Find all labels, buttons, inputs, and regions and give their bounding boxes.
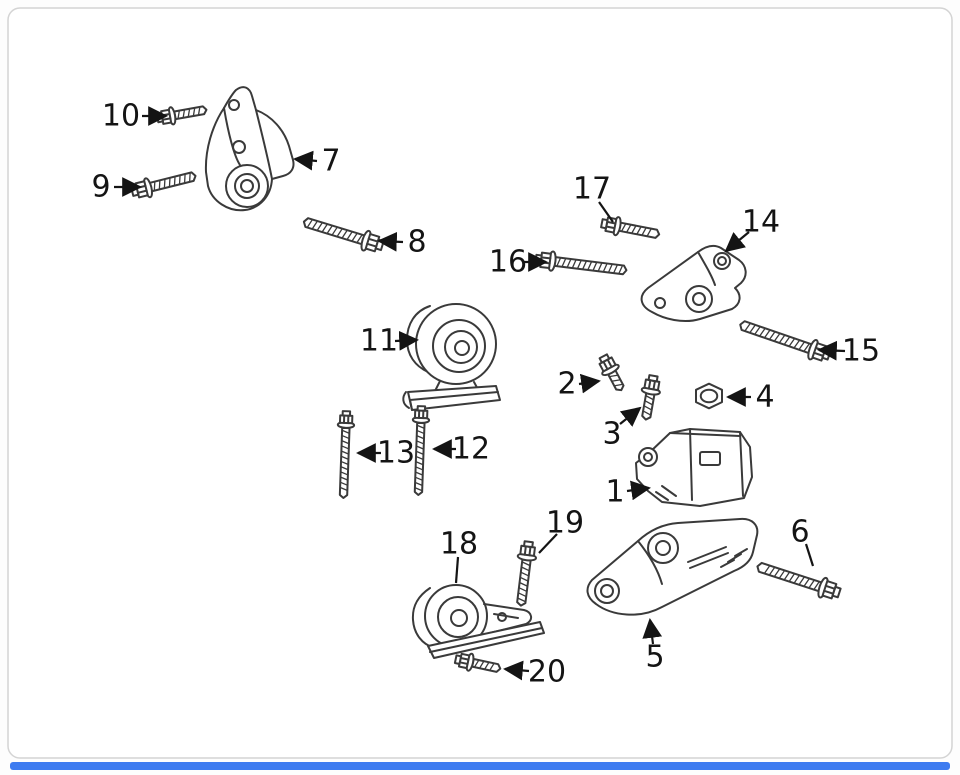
callout-15[interactable]: 15 <box>817 334 880 369</box>
callout-leader-18 <box>454 556 460 584</box>
callout-leader-11 <box>394 330 419 351</box>
callout-label-11[interactable]: 11 <box>360 324 398 359</box>
callout-3[interactable]: 3 <box>602 406 642 452</box>
callout-leader-3 <box>619 406 642 427</box>
callout-leader-2 <box>578 373 601 394</box>
callout-2[interactable]: 2 <box>557 367 601 402</box>
part-12-bolt <box>411 405 431 496</box>
callout-label-7[interactable]: 7 <box>321 144 340 179</box>
callout-leader-6 <box>804 543 815 567</box>
part-1-mount <box>635 428 753 507</box>
callout-19[interactable]: 19 <box>538 506 584 554</box>
parts-layer <box>204 86 759 659</box>
part-20-bolt <box>453 652 502 673</box>
callout-label-2[interactable]: 2 <box>557 367 576 402</box>
callout-1[interactable]: 1 <box>605 475 651 510</box>
callout-20[interactable]: 20 <box>503 655 566 690</box>
callout-label-10[interactable]: 10 <box>102 99 140 134</box>
callout-8[interactable]: 8 <box>377 225 427 260</box>
callout-label-19[interactable]: 19 <box>546 506 584 541</box>
callout-leader-5 <box>642 618 663 645</box>
callout-label-8[interactable]: 8 <box>407 225 426 260</box>
callout-6[interactable]: 6 <box>790 515 815 567</box>
callout-leader-20 <box>503 660 530 681</box>
callout-leader-1 <box>626 480 651 501</box>
callout-label-5[interactable]: 5 <box>645 640 664 675</box>
callout-18[interactable]: 18 <box>440 527 478 584</box>
callout-label-6[interactable]: 6 <box>790 515 809 550</box>
part-2-bolt <box>598 353 625 392</box>
part-3-bolt <box>640 374 661 421</box>
callout-label-14[interactable]: 14 <box>742 205 780 240</box>
part-17-bolt <box>600 216 661 239</box>
callout-14[interactable]: 14 <box>724 205 780 253</box>
bottom-accent-bar <box>10 762 950 770</box>
callout-label-12[interactable]: 12 <box>452 432 490 467</box>
callout-label-20[interactable]: 20 <box>528 655 566 690</box>
callout-label-9[interactable]: 9 <box>91 170 110 205</box>
callout-leader-8 <box>377 231 404 252</box>
callout-label-4[interactable]: 4 <box>755 380 774 415</box>
callout-label-15[interactable]: 15 <box>842 334 880 369</box>
part-13-bolt <box>336 410 356 499</box>
part-6-bolt <box>756 561 842 600</box>
part-11-mount <box>402 303 501 411</box>
callout-11[interactable]: 11 <box>360 324 419 359</box>
callout-16[interactable]: 16 <box>489 245 548 280</box>
callout-10[interactable]: 10 <box>102 99 168 134</box>
part-5-bracket <box>586 517 759 616</box>
callout-label-16[interactable]: 16 <box>489 245 527 280</box>
callout-4[interactable]: 4 <box>726 380 775 415</box>
callout-leader-15 <box>817 340 846 361</box>
callout-7[interactable]: 7 <box>293 144 341 179</box>
part-18-mount <box>411 584 545 659</box>
callout-leader-14 <box>724 231 750 253</box>
callout-label-3[interactable]: 3 <box>602 417 621 452</box>
callout-leader-19 <box>538 533 558 554</box>
callout-label-17[interactable]: 17 <box>573 172 611 207</box>
part-4-nut <box>695 382 723 410</box>
part-14-mount-bracket <box>640 244 747 322</box>
callout-13[interactable]: 13 <box>356 436 415 471</box>
part-19-bolt <box>516 540 537 607</box>
callout-9[interactable]: 9 <box>91 170 142 205</box>
callout-5[interactable]: 5 <box>642 618 665 675</box>
callout-label-18[interactable]: 18 <box>440 527 478 562</box>
callout-leader-17 <box>598 201 614 223</box>
part-7-mount-bracket <box>204 86 295 212</box>
callout-layer: 10 9 7 8 17 16 14 15 11 23 4 1 13 12 19 18 5 6 20 <box>91 99 880 690</box>
callout-label-13[interactable]: 13 <box>377 436 415 471</box>
callout-17[interactable]: 17 <box>573 172 614 223</box>
callout-label-1[interactable]: 1 <box>605 475 624 510</box>
callout-12[interactable]: 12 <box>432 432 490 467</box>
callout-leader-7 <box>293 150 318 171</box>
